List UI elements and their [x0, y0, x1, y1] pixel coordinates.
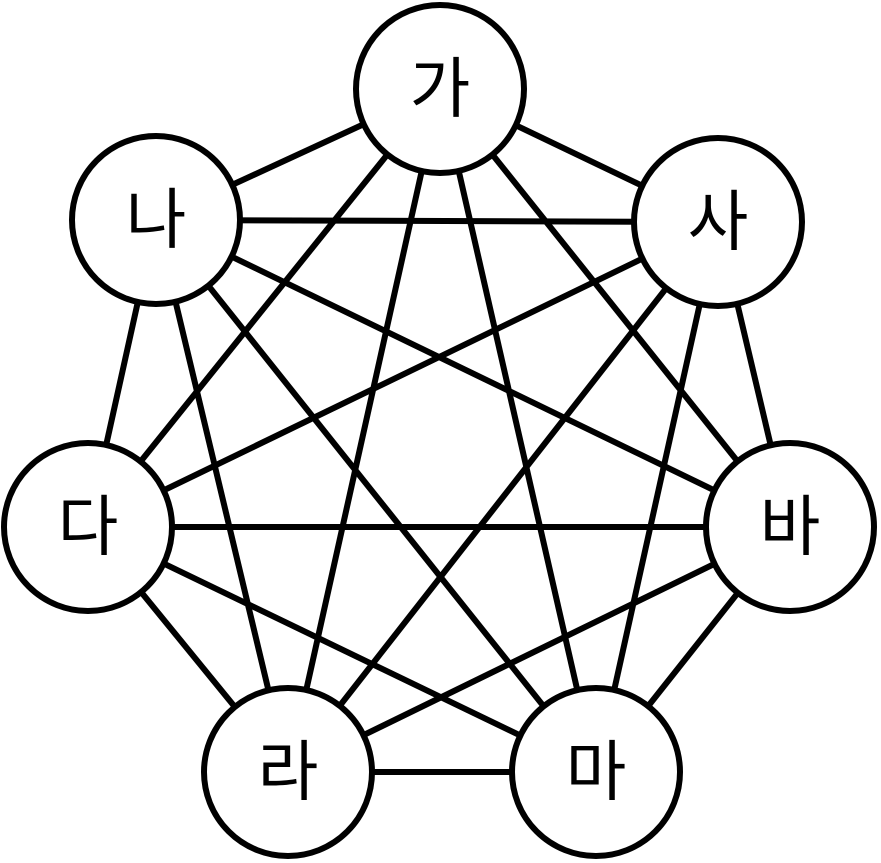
edge-ba-na — [154, 217, 792, 530]
node-label: 가 — [410, 51, 471, 128]
edge-ga-ba — [437, 87, 793, 529]
edge-ba-ra — [286, 524, 792, 775]
edge-ga-ra — [285, 88, 443, 773]
node-circle — [1, 440, 175, 614]
node-circle — [69, 133, 243, 307]
edge-ra-na — [153, 219, 291, 773]
node-circle — [353, 2, 527, 176]
node-label: 다 — [58, 489, 119, 566]
node-label: 바 — [760, 489, 821, 566]
edge-sa-na — [155, 217, 719, 225]
node-ba: 바 — [703, 440, 877, 614]
node-circle — [509, 685, 683, 859]
node-circle — [631, 135, 805, 309]
node-circle — [703, 440, 877, 614]
node-label: 라 — [258, 734, 319, 811]
edge-sa-ra — [285, 220, 721, 774]
node-sa: 사 — [631, 135, 805, 309]
edge-ga-ma — [437, 88, 599, 773]
edge-ga-da — [85, 87, 443, 529]
edge-ma-da — [86, 524, 598, 775]
edge-ma-na — [153, 218, 599, 774]
node-da: 다 — [1, 440, 175, 614]
node-label: 사 — [688, 184, 749, 261]
node-ra: 라 — [201, 685, 375, 859]
edge-sa-da — [86, 219, 720, 530]
node-circle — [201, 685, 375, 859]
node-na: 나 — [69, 133, 243, 307]
edge-sa-ma — [593, 221, 721, 773]
node-ma: 마 — [509, 685, 683, 859]
node-label: 나 — [126, 182, 187, 259]
node-label: 마 — [566, 734, 627, 811]
node-ga: 가 — [353, 2, 527, 176]
